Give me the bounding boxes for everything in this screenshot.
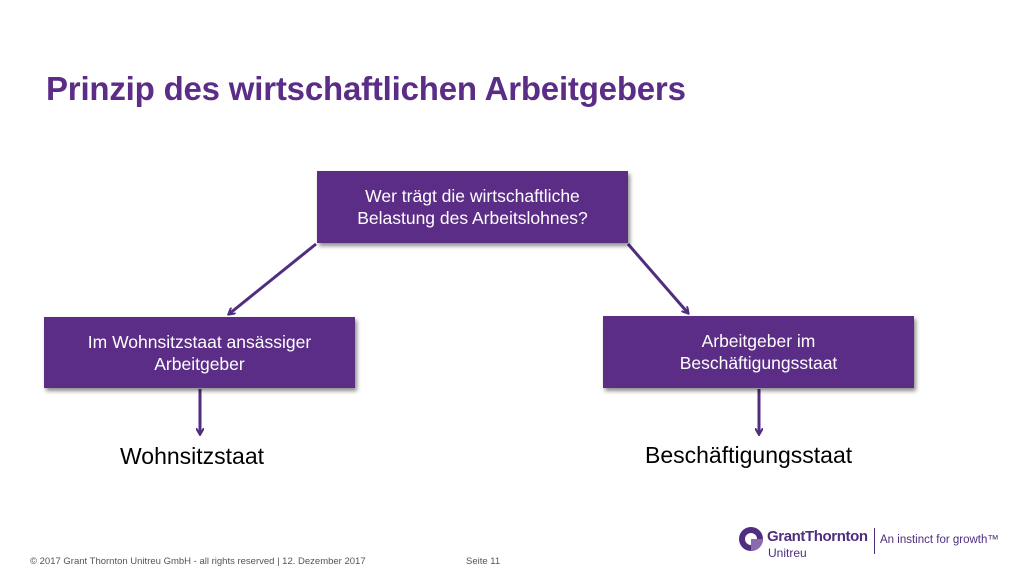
logo-tagline: An instinct for growth™ — [880, 534, 999, 546]
question-box: Wer trägt die wirtschaftliche Belastung … — [317, 171, 628, 243]
footer-copyright: © 2017 Grant Thornton Unitreu GmbH - all… — [30, 556, 366, 567]
slide-title: Prinzip des wirtschaftlichen Arbeitgeber… — [46, 70, 686, 107]
left-employer-text: Im Wohnsitzstaat ansässiger Arbeitgeber — [87, 331, 312, 374]
arrow-to-right-box — [626, 243, 688, 313]
logo-divider — [874, 528, 875, 554]
logo-subname: Unitreu — [768, 546, 807, 560]
question-text: Wer trägt die wirtschaftliche Belastung … — [357, 186, 588, 228]
grant-thornton-logo-icon — [739, 527, 763, 551]
left-result: Wohnsitzstaat — [120, 443, 265, 469]
right-result: Beschäftigungsstaat — [645, 442, 853, 468]
right-employer-text: Arbeitgeber im Beschäftigungsstaat — [679, 331, 838, 373]
arrow-to-left-box — [229, 242, 317, 314]
logo-name: GrantThornton — [767, 528, 868, 545]
right-employer-box: Arbeitgeber im Beschäftigungsstaat — [603, 316, 914, 388]
footer-page-number: Seite 11 — [466, 556, 501, 567]
left-employer-box: Im Wohnsitzstaat ansässiger Arbeitgeber — [44, 317, 355, 388]
